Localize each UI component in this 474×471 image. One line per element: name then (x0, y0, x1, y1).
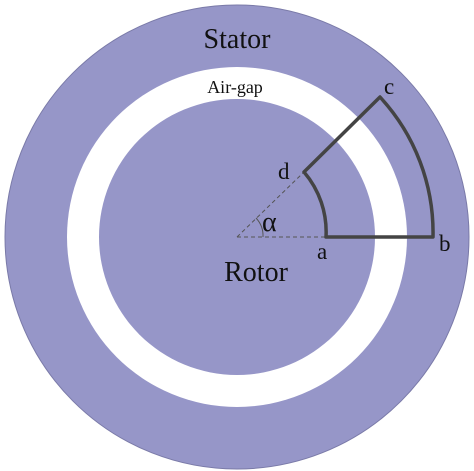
air-gap-label: Air-gap (207, 77, 263, 97)
point-a-label: a (317, 239, 327, 264)
point-c-label: c (384, 74, 394, 99)
dashed-line-to-d (236, 171, 305, 238)
contour-path (302, 95, 435, 239)
alpha-label: α (262, 207, 277, 238)
rotor-label: Rotor (224, 257, 288, 288)
alpha-arc (255, 217, 264, 238)
point-b-label: b (439, 231, 451, 256)
stator-label: Stator (204, 24, 272, 55)
point-d-label: d (278, 159, 290, 184)
